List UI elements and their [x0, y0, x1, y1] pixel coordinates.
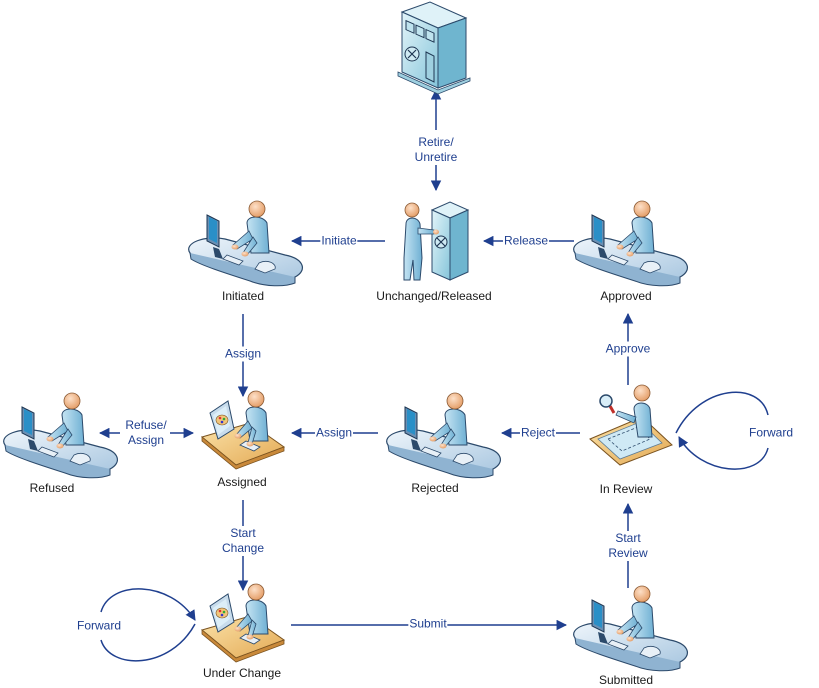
edge-label-forward-review: Forward — [747, 425, 795, 441]
node-label-initiated: Initiated — [221, 289, 265, 303]
node-label-refused: Refused — [29, 481, 75, 495]
edge-label-start-change-line2: Change — [221, 541, 265, 555]
reviewer-with-magnifier-icon[interactable] — [589, 384, 673, 466]
designer-at-desk-icon-assigned[interactable] — [201, 390, 285, 470]
edge-label-refuse-assign-line2: Assign — [127, 433, 165, 447]
edge-forward-review — [675, 391, 769, 434]
edge-forward-review-return — [678, 436, 769, 470]
person-at-desk-icon-refused[interactable] — [3, 392, 119, 479]
edge-label-retire-line1: Retire/ — [418, 135, 454, 149]
building-icon[interactable] — [397, 1, 471, 95]
person-at-desk-icon-submitted[interactable] — [573, 585, 689, 672]
edge-label-forward-change: Forward — [75, 618, 123, 634]
node-label-submitted: Submitted — [598, 673, 654, 687]
node-label-under-change: Under Change — [202, 666, 282, 680]
edge-label-release: Release — [502, 233, 550, 249]
node-label-rejected: Rejected — [411, 481, 459, 495]
edge-label-submit: Submit — [408, 616, 448, 632]
edge-label-refuse-assign: Refuse/ Assign — [124, 418, 168, 448]
person-at-desk-icon-initiated[interactable] — [188, 200, 304, 287]
edge-forward-change — [100, 588, 196, 621]
designer-at-desk-icon-under-change[interactable] — [201, 583, 285, 663]
edge-label-assign-rejected: Assign — [314, 425, 354, 441]
person-at-desk-icon-rejected[interactable] — [386, 392, 502, 479]
node-label-assigned: Assigned — [217, 475, 267, 489]
edge-label-start-review-line2: Review — [608, 546, 648, 560]
edge-label-start-change-line1: Start — [230, 526, 256, 540]
edge-label-start-change: Start Change — [220, 526, 266, 556]
node-label-in-review: In Review — [599, 482, 653, 496]
edge-label-retire: Retire/ Unretire — [413, 135, 459, 165]
edges — [98, 88, 769, 662]
edge-label-start-review-line1: Start — [615, 531, 641, 545]
edge-label-retire-line2: Unretire — [414, 150, 458, 164]
edge-label-reject: Reject — [519, 425, 557, 441]
person-at-desk-icon-approved[interactable] — [573, 200, 689, 287]
edge-label-approve: Approve — [604, 341, 652, 357]
person-with-safe-icon[interactable] — [403, 201, 470, 281]
node-label-approved: Approved — [600, 289, 652, 303]
edge-forward-change-return — [100, 623, 196, 662]
edge-label-refuse-assign-line1: Refuse/ — [125, 418, 167, 432]
edge-label-initiate: Initiate — [320, 233, 358, 249]
edge-label-start-review: Start Review — [607, 531, 649, 561]
edge-label-assign-initiated: Assign — [223, 346, 263, 362]
node-label-unchanged: Unchanged/Released — [376, 289, 492, 303]
